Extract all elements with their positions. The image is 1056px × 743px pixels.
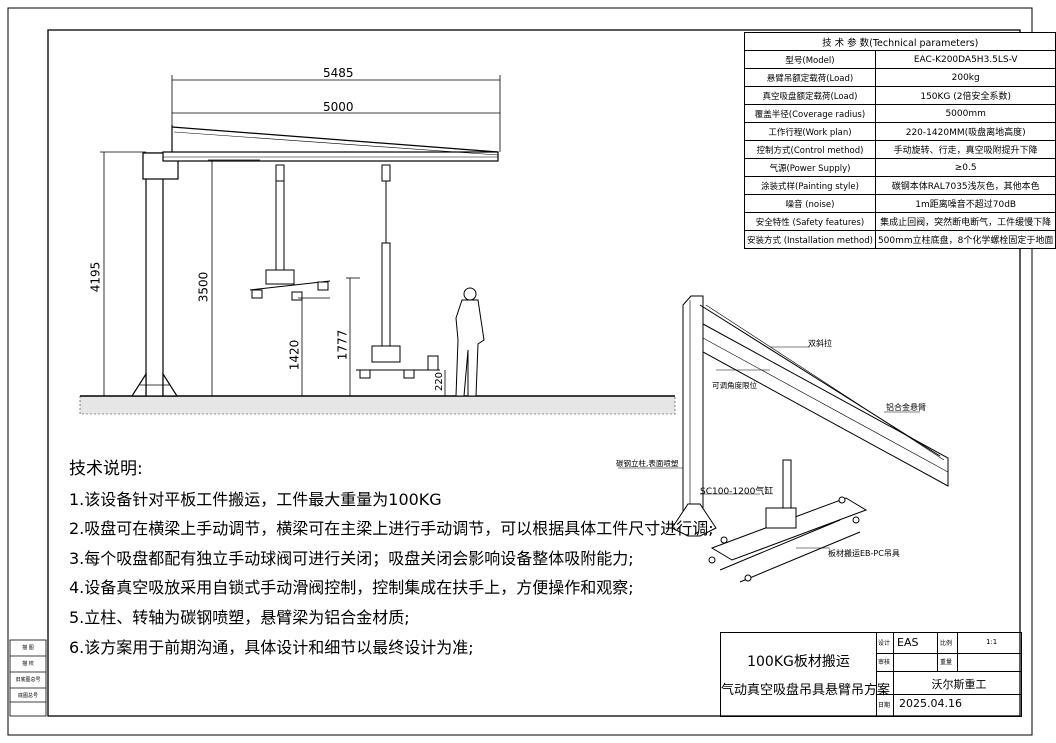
note-item: 3.每个吸盘都配有独立手动球阀可进行关闭；吸盘关闭会影响设备整体吸附能力; (69, 548, 634, 568)
param-row: 气源(Power Supply)≥0.5 (744, 158, 1056, 177)
callout-cylinder: SC100-1200气缸 (700, 487, 774, 497)
designer-value: EAS (897, 636, 919, 649)
dim-beam-length: 5000 (323, 100, 354, 114)
company-name: 沃尔斯重工 (931, 678, 987, 691)
perspective-view (671, 295, 949, 583)
dim-stroke-max: 1777 (335, 329, 350, 361)
param-row: 安装方式 (Installation method)500mm立柱底盘，8个化学… (744, 230, 1056, 249)
date-value: 2025.04.16 (899, 697, 962, 710)
title-line-1: 100KG板材搬运 (747, 654, 850, 670)
date-label: 日期 (878, 702, 891, 709)
boom-arm (162, 125, 499, 162)
dimension-lines (100, 75, 501, 396)
param-row: 覆盖半径(Coverage radius)5000mm (744, 104, 1056, 123)
column (130, 152, 179, 397)
note-item: 5.立柱、转轴为碳钢喷塑，悬臂梁为铝合金材质; (69, 607, 410, 627)
callout-angle-limit: 可调角度限位 (712, 381, 757, 390)
dim-floor-offset: 220 (434, 371, 446, 392)
callout-leaders (618, 346, 920, 549)
notes-title: 技术说明: (69, 459, 143, 479)
weight-label: 重量 (940, 659, 953, 666)
note-item: 4.设备真空吸放采用自锁式手动滑阀控制，控制集成在扶手上，方便操作和观察; (69, 578, 634, 598)
param-row: 涂装式样(Painting style)碳钢本体RAL7035浅灰色，其他本色 (744, 176, 1056, 195)
side-block-lines (9, 639, 47, 717)
callout-spreader: 板材搬运EB-PC吊具 (828, 549, 900, 558)
scale-label: 比例 (940, 640, 953, 647)
side-label: 底图总号 (17, 693, 38, 699)
tech-params-title: 技 术 参 数(Technical parameters) (743, 32, 1056, 51)
title-line-2: 气动真空吸盘吊具悬臂吊方案 (721, 683, 891, 698)
note-item: 1.该设备针对平板工件搬运，工件最大重量为100KG (69, 489, 442, 509)
callout-double-rod: 双斜拉 (808, 339, 832, 348)
note-item: 2.吸盘可在横梁上手动调节，横梁可在主梁上进行手动调节，可以根据具体工件尺寸进行… (69, 519, 714, 539)
technical-notes: 技术说明: 1.该设备针对平板工件搬运，工件最大重量为100KG 2.吸盘可在横… (69, 455, 714, 662)
side-label: 旧底图总号 (15, 677, 41, 683)
lifter-a (249, 164, 331, 301)
side-label: 描 校 (22, 661, 34, 667)
dim-overall-span: 5485 (323, 66, 354, 80)
scale-value: 1:1 (986, 638, 998, 646)
param-row: 安全特性 (Safety features)集成止回阀，突然断电断气，工件缓慢下… (744, 212, 1056, 231)
dim-stroke-min: 1420 (287, 339, 302, 371)
param-row: 悬臂吊额定载荷(Load)200kg (744, 68, 1056, 87)
dim-beam-height: 3500 (196, 271, 211, 303)
ground-hatch (79, 395, 676, 415)
param-row: 噪音 (noise)1m距离噪音不超过70dB (744, 194, 1056, 213)
title-block: 100KG板材搬运 气动真空吸盘吊具悬臂吊方案 设计 EAS 比例 1:1 审核… (720, 632, 1022, 717)
review-label: 审核 (878, 659, 891, 666)
param-row: 控制方式(Control method)手动旋转、行走，真空吸附提升下降 (744, 140, 1056, 159)
note-item: 6.该方案用于前期沟通，具体设计和细节以最终设计为准; (69, 637, 474, 657)
param-row: 真空吸盘额定载荷(Load)150KG (2倍安全系数) (744, 86, 1056, 105)
tech-params-table: 技 术 参 数(Technical parameters) 型号(Model)E… (743, 32, 1056, 249)
lifter-b (356, 164, 440, 379)
operator-figure (455, 287, 485, 397)
dim-total-height: 4195 (88, 261, 103, 293)
param-row: 型号(Model)EAC-K200DA5H3.5LS-V (744, 50, 1056, 69)
callout-aluminum-beam: 铝合金悬臂 (886, 403, 926, 412)
designer-label: 设计 (878, 640, 891, 647)
param-row: 工作行程(Work plan)220-1420MM(吸盘离地高度) (744, 122, 1056, 141)
callout-steel-column: 碳钢立柱,表面喷塑 (616, 459, 679, 468)
side-label: 描 图 (22, 645, 34, 651)
